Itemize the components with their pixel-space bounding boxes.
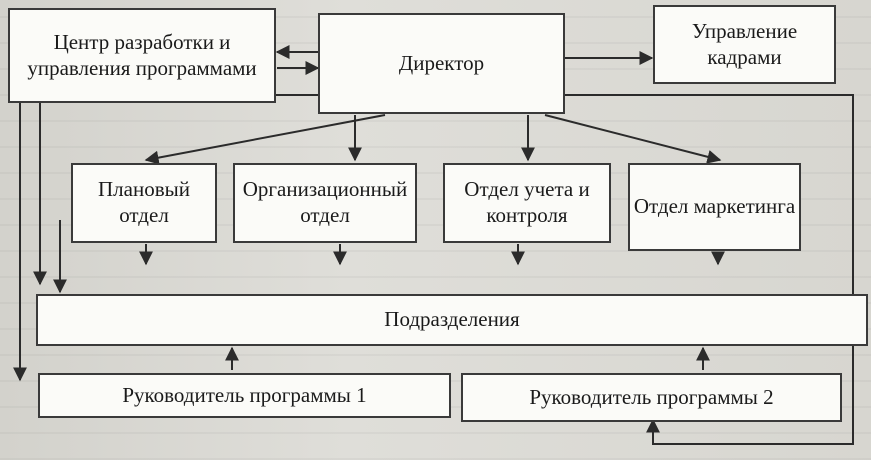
edge-director-marketing bbox=[544, 114, 722, 164]
node-divisions: Подразделения bbox=[36, 294, 868, 346]
node-organizational: Организационный отдел bbox=[233, 163, 417, 243]
edge-director-planning bbox=[144, 114, 386, 165]
node-manager1: Руководитель программы 1 bbox=[38, 373, 451, 418]
node-divisions-label: Подразделения bbox=[384, 307, 520, 332]
node-manager1-label: Руководитель программы 1 bbox=[122, 382, 367, 407]
node-planning: Плановый отдел bbox=[71, 163, 217, 243]
edge-center-manager2 bbox=[272, 94, 854, 445]
node-marketing: Отдел маркетинга bbox=[628, 163, 801, 251]
node-marketing-label: Отдел маркетинга bbox=[633, 194, 796, 219]
node-director: Директор bbox=[318, 13, 565, 114]
node-organizational-label: Организационный отдел bbox=[242, 177, 408, 227]
node-planning-label: Плановый отдел bbox=[98, 177, 190, 227]
node-director-label: Директор bbox=[398, 50, 485, 75]
node-hr-label: Управление кадрами bbox=[691, 18, 798, 69]
node-accounting-label: Отдел учета и контроля bbox=[464, 177, 590, 227]
node-manager2: Руководитель программы 2 bbox=[461, 373, 842, 422]
node-hr: Управление кадрами bbox=[653, 5, 836, 84]
node-center: Центр разработки и управления программам… bbox=[8, 8, 276, 103]
node-accounting: Отдел учета и контроля bbox=[443, 163, 611, 243]
node-center-label: Центр разработки и управления программам… bbox=[27, 29, 257, 80]
node-manager2-label: Руководитель программы 2 bbox=[529, 384, 774, 409]
